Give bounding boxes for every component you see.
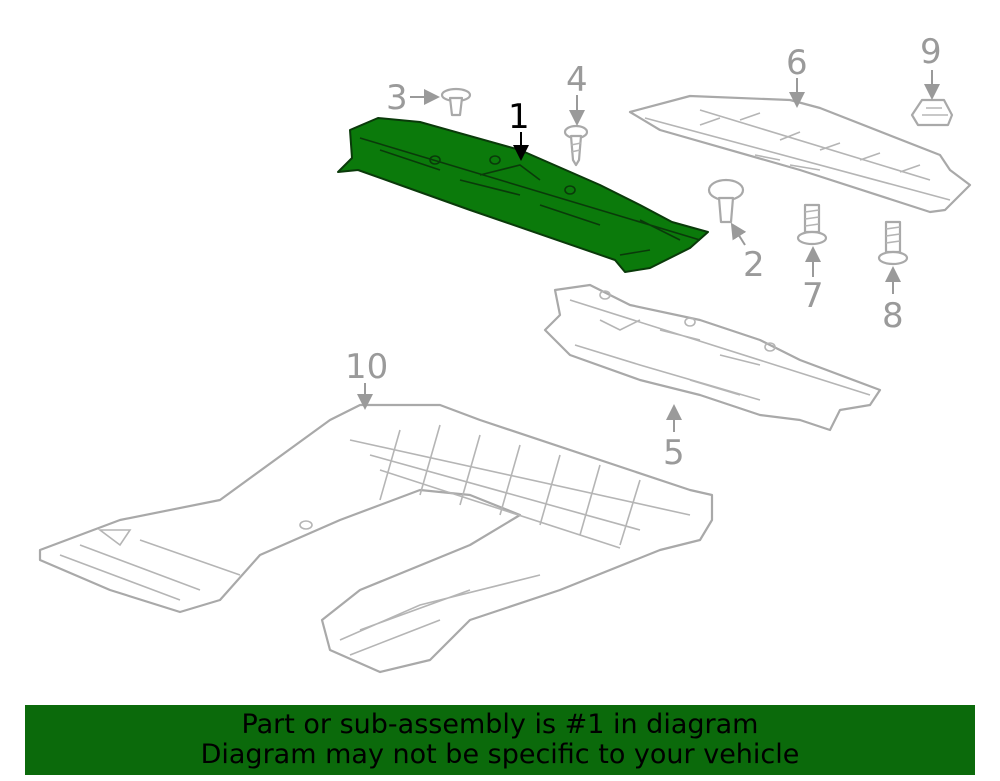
part-8-flange-bolt [877, 220, 909, 266]
part-1-highlighted-shield [337, 117, 709, 273]
part-5-lower-shield [543, 283, 882, 432]
callout-3: 3 [386, 78, 408, 118]
part-9-clip-nut [910, 98, 954, 127]
callout-6: 6 [786, 43, 808, 83]
part-10-splash-shield [38, 403, 714, 674]
callout-10: 10 [345, 347, 388, 387]
info-banner: Part or sub-assembly is #1 in diagram Di… [25, 705, 975, 775]
callout-4: 4 [566, 60, 588, 100]
banner-line-disclaimer: Diagram may not be specific to your vehi… [200, 739, 800, 770]
callout-8: 8 [882, 296, 904, 336]
callout-9: 9 [920, 32, 942, 72]
callout-5: 5 [663, 433, 685, 473]
part-3-push-clip [440, 87, 472, 117]
leader-2 [730, 222, 747, 246]
callout-7: 7 [802, 276, 824, 316]
callout-1: 1 [508, 97, 530, 137]
part-7-flange-bolt [796, 203, 828, 246]
callout-2: 2 [743, 245, 765, 285]
part-2-push-rivet [707, 178, 745, 224]
part-4-screw [563, 124, 589, 167]
part-6-upper-cover [628, 94, 972, 214]
parts-diagram: 1 2 3 4 5 6 7 8 9 10 [38, 32, 972, 674]
banner-line-part: Part or sub-assembly is #1 in diagram [241, 709, 759, 740]
